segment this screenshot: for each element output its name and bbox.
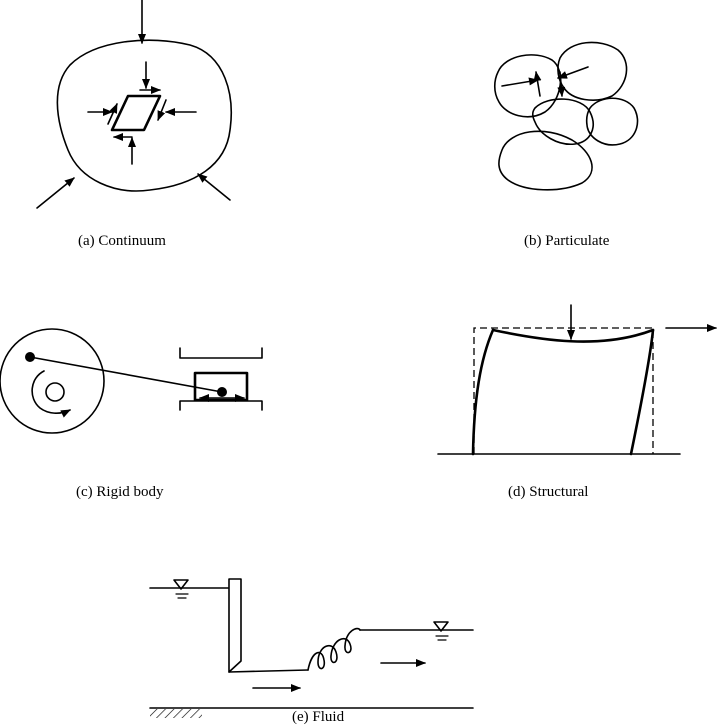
particulate-caption: (b) Particulate bbox=[524, 233, 610, 249]
bottom-right-load-arrow bbox=[197, 173, 231, 201]
continuum-caption: (a) Continuum bbox=[78, 233, 166, 249]
sluice-gate bbox=[228, 578, 242, 673]
particle-1 bbox=[493, 54, 562, 118]
contact-shear-arrow-2 bbox=[557, 71, 566, 97]
stress-element bbox=[110, 94, 162, 132]
undeformed-frame bbox=[473, 327, 654, 454]
hatched-ground-icon bbox=[150, 709, 202, 718]
lower-guide bbox=[179, 400, 263, 411]
particulate-panel: (b) Particulate bbox=[493, 41, 639, 249]
deformed-right-column bbox=[629, 328, 655, 456]
bottom-left-load-arrow bbox=[36, 177, 75, 209]
particle-2 bbox=[557, 41, 628, 101]
jet-surface bbox=[228, 669, 309, 673]
deformed-beam bbox=[491, 328, 655, 343]
shear-arrow-right bbox=[157, 99, 167, 121]
particle-4 bbox=[531, 98, 594, 145]
contact-shear-arrow-1 bbox=[533, 71, 542, 97]
upper-guide bbox=[179, 347, 263, 359]
hydraulic-jump-roller bbox=[307, 627, 361, 671]
rigid-body-panel: (c) Rigid body bbox=[0, 328, 263, 500]
fluid-panel: (e) Fluid bbox=[149, 578, 474, 725]
downstream-water-level-symbol bbox=[433, 621, 449, 632]
deformed-left-column bbox=[471, 328, 495, 456]
contact-force-arrow-right bbox=[557, 66, 589, 79]
particle-3 bbox=[585, 97, 639, 146]
rotation-arrow bbox=[31, 370, 71, 418]
particle-5 bbox=[498, 130, 593, 191]
upstream-water-level-symbol bbox=[173, 579, 189, 590]
shear-arrow-left bbox=[107, 103, 118, 125]
rigid-body-caption: (c) Rigid body bbox=[76, 484, 164, 500]
contact-force-arrow-left bbox=[501, 77, 539, 87]
wheel-axle bbox=[45, 382, 65, 402]
structural-caption: (d) Structural bbox=[508, 484, 588, 500]
fluid-caption: (e) Fluid bbox=[292, 709, 345, 725]
structural-panel: (d) Structural bbox=[437, 304, 717, 500]
continuum-body-outline bbox=[56, 39, 232, 192]
wheel bbox=[0, 328, 105, 434]
continuum-panel: (a) Continuum bbox=[36, 0, 232, 249]
connecting-rod bbox=[29, 356, 223, 393]
slider-pin bbox=[217, 387, 227, 397]
